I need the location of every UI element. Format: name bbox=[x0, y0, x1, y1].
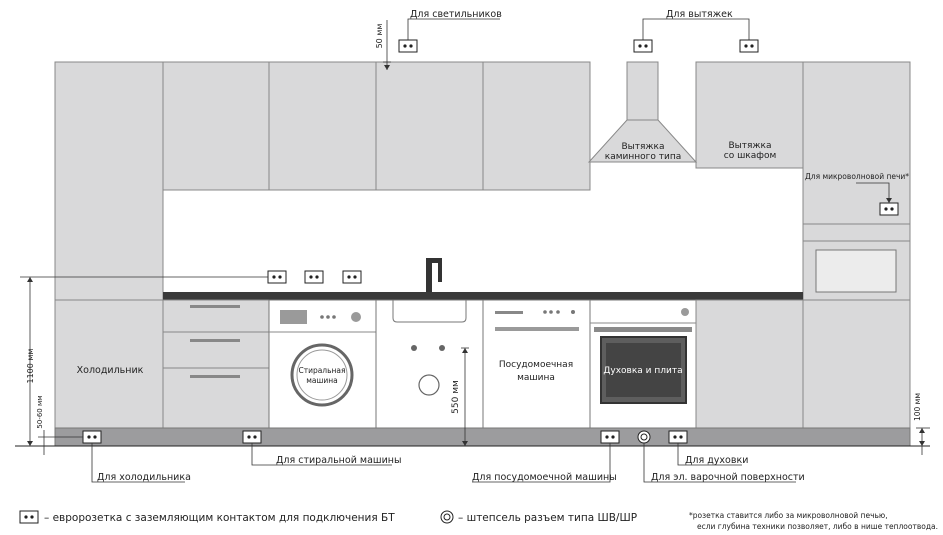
hood-cabinet bbox=[695, 61, 804, 169]
washer-label-1: Стиральная bbox=[298, 366, 345, 375]
counter-socket-icon-1 bbox=[267, 270, 287, 284]
fridge-socket-icon bbox=[82, 430, 102, 444]
hood-socket-icon-1 bbox=[633, 39, 653, 53]
fridge-socket-label: Для холодильника bbox=[97, 472, 191, 483]
legend-euro-socket-icon bbox=[19, 510, 39, 524]
dishwasher-socket-icon bbox=[600, 430, 620, 444]
countertop bbox=[163, 292, 803, 300]
washer-label-2: машина bbox=[306, 376, 338, 385]
legend-plug-text: – штепсель разъем типа ШВ/ШР bbox=[458, 512, 637, 524]
dishwasher-label-2: машина bbox=[517, 373, 555, 383]
drawer-handle-3 bbox=[190, 375, 240, 378]
hood-cabinet-label-1: Вытяжка bbox=[729, 141, 772, 151]
oven-socket-label: Для духовки bbox=[685, 455, 748, 466]
legend-note-2: если глубина техники позволяет, либо в н… bbox=[697, 522, 938, 531]
hood-fireplace-label-2: каминного типа bbox=[605, 152, 681, 162]
microwave-socket-icon bbox=[879, 202, 899, 216]
lower-cabinets bbox=[54, 299, 911, 429]
lower-cabinet-right bbox=[695, 299, 804, 429]
fireplace-hood bbox=[587, 119, 698, 163]
faucet-icon bbox=[426, 258, 442, 292]
lighting-socket-icon bbox=[398, 39, 418, 53]
drawer-handle-1 bbox=[190, 305, 240, 308]
drawer-handle-2 bbox=[190, 339, 240, 342]
washer-socket-label: Для стиральной машины bbox=[276, 455, 401, 466]
microwave-socket-label: Для микроволновой печи* bbox=[805, 172, 909, 181]
oven-label: Духовка и плита bbox=[603, 366, 682, 376]
legend-euro-text: – евророзетка с заземляющим контактом дл… bbox=[44, 512, 395, 524]
upper-cabinet-4 bbox=[482, 61, 591, 191]
microwave-door bbox=[815, 249, 897, 293]
sink-basin bbox=[392, 300, 467, 323]
cooktop-socket-label: Для эл. варочной поверхности bbox=[651, 472, 805, 483]
dim-1100mm: 1100 мм bbox=[26, 349, 35, 384]
dim-50mm: 50 мм bbox=[375, 24, 384, 49]
legend-plug-icon bbox=[440, 510, 454, 524]
hoods-label: Для вытяжек bbox=[666, 9, 733, 20]
legend-note-1: *розетка ставится либо за микроволновой … bbox=[689, 511, 888, 520]
hood-socket-icon-2 bbox=[739, 39, 759, 53]
washer-display bbox=[280, 310, 307, 324]
dishwasher bbox=[482, 299, 591, 429]
fridge-lower bbox=[54, 299, 164, 429]
hood-fireplace-label-1: Вытяжка bbox=[622, 142, 665, 152]
washer-socket-icon bbox=[242, 430, 262, 444]
washer-knob bbox=[351, 312, 361, 322]
hood-cabinet-label-2: со шкафом bbox=[724, 151, 777, 161]
tall-column-upper bbox=[802, 61, 911, 225]
fridge-tall-cabinet bbox=[54, 61, 164, 301]
plug-connector-icon bbox=[637, 430, 651, 444]
plinth bbox=[54, 427, 911, 447]
dishwasher-socket-label: Для посудомоечной машины bbox=[472, 472, 617, 483]
sink-cabinet bbox=[375, 299, 484, 429]
oven-socket-icon bbox=[668, 430, 688, 444]
counter-socket-icon-3 bbox=[342, 270, 362, 284]
dim-100mm: 100 мм bbox=[913, 393, 922, 421]
hood-chimney bbox=[626, 61, 659, 121]
dim-50-60mm: 50-60 мм bbox=[36, 395, 44, 428]
dishwasher-label-1: Посудомоечная bbox=[499, 360, 573, 370]
dim-550mm: 550 мм bbox=[451, 380, 461, 414]
upper-cabinet-3 bbox=[375, 61, 484, 191]
upper-cabinet-2 bbox=[268, 61, 377, 191]
upper-cabinet-1 bbox=[162, 61, 270, 191]
counter-socket-icon-2 bbox=[304, 270, 324, 284]
fridge-label: Холодильник bbox=[77, 365, 144, 376]
drawer-cabinet bbox=[162, 299, 270, 429]
lower-cabinet-end bbox=[802, 299, 911, 429]
lighting-label: Для светильников bbox=[410, 9, 502, 20]
dishwasher-handle bbox=[495, 327, 579, 331]
upper-cabinets bbox=[54, 61, 911, 301]
euro-socket-icons bbox=[82, 39, 899, 444]
